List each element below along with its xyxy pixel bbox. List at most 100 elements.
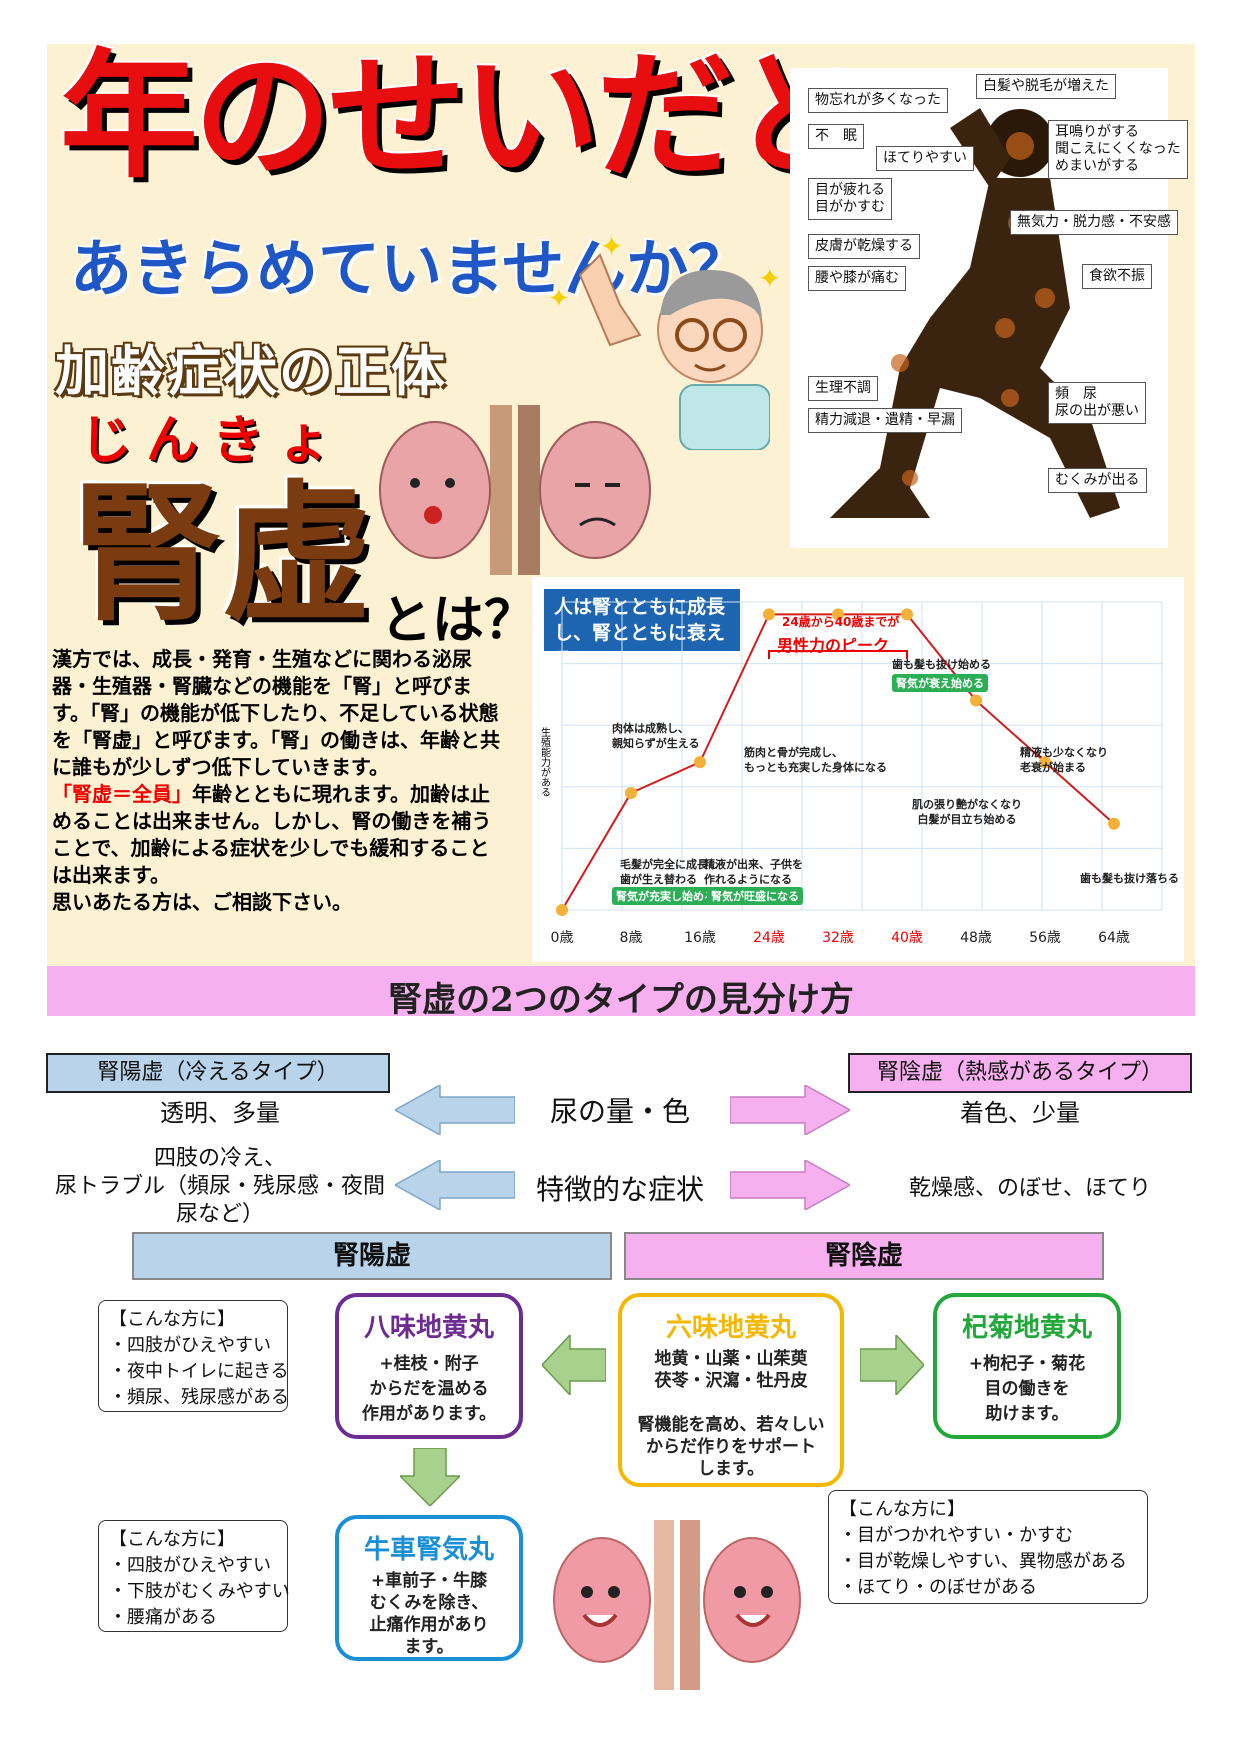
- remedy-goshajinki: 牛車腎気丸 +車前子・牛膝 むくみを除き、 止痛作用があり ます。: [335, 1515, 523, 1661]
- symptom-left: 四肢の冷え、 尿トラブル（頻尿・残尿感・夜間 尿など）: [54, 1146, 385, 1227]
- remedy-desc: 地黄・山薬・山茱萸 茯苓・沢瀉・牡丹皮 腎機能を高め、若々しい からだ作りをサポ…: [637, 1349, 825, 1479]
- chart-annotation: 筋肉と骨が完成し、 もっとも充実した身体になる: [744, 746, 887, 774]
- x-tick-label: 56歳: [1029, 930, 1061, 946]
- chart-green-tag: 腎気が衰え始める: [892, 674, 988, 692]
- data-point: [694, 756, 706, 769]
- remedy-desc: +枸杞子・菊花 目の働きを 助けます。: [968, 1354, 1086, 1424]
- urine-left: 透明、多量: [160, 1099, 280, 1127]
- green-arrow-left-icon: [542, 1335, 606, 1395]
- data-point: [556, 904, 568, 916]
- x-tick-label: 64歳: [1098, 930, 1130, 946]
- yang-type-box: 腎陽虚（冷えるタイプ）: [46, 1053, 390, 1093]
- x-tick-label: 48歳: [960, 930, 992, 946]
- symptom-label: 精力減退・遺精・早漏: [808, 408, 962, 433]
- intro-text: 漢方では、成長・発育・生殖などに関わる泌尿器・生殖器・腎臓などの機能を「腎」と呼…: [52, 646, 502, 916]
- chart-green-tag: 腎気が充実し始める: [612, 887, 719, 905]
- bubble-line: ・目が乾燥しやすい、異物感がある: [839, 1551, 1127, 1572]
- intro-red-phrase: 「腎虚＝全員」: [52, 782, 192, 806]
- remedy-hachimi: 八味地黄丸 +桂枝・附子 からだを温める 作用があります。: [335, 1293, 523, 1439]
- symptom-label: 耳鳴りがする 聞こえにくくなった めまいがする: [1048, 120, 1188, 179]
- kidney-illustration: [379, 405, 651, 575]
- bubble-line: 【こんな方に】: [109, 1309, 235, 1330]
- bubble-line: ・目がつかれやすい・かすむ: [839, 1525, 1073, 1546]
- symptom-label: 目が疲れる 目がかすむ: [808, 178, 892, 220]
- data-point: [1108, 817, 1120, 830]
- bubble-hachimi: 【こんな方に】 ・四肢がひえやすい ・夜中トイレに起きる ・頻尿、残尿感がある: [98, 1300, 289, 1412]
- x-tick-label: 40歳: [891, 930, 923, 946]
- remedy-kogiku: 杞菊地黄丸 +枸杞子・菊花 目の働きを 助けます。: [933, 1293, 1121, 1439]
- bubble-line: ・腰痛がある: [109, 1607, 217, 1628]
- symptom-label: むくみが出る: [1048, 468, 1147, 493]
- intro-p3: 思いあたる方は、ご相談下さい。: [52, 890, 352, 914]
- yang-header: 腎陽虚: [132, 1232, 612, 1280]
- x-tick-label: 0歳: [551, 930, 574, 946]
- urine-center: 尿の量・色: [549, 1095, 690, 1128]
- bubble-line: ・ほてり・のぼせがある: [839, 1577, 1037, 1598]
- remedy-name: 八味地黄丸: [363, 1313, 494, 1343]
- bubble-line: 【こんな方に】: [839, 1499, 965, 1520]
- arrow-right-icon: [730, 1085, 850, 1135]
- sparkle-icon: ✦: [548, 284, 570, 314]
- bubble-line: ・四肢がひえやすい: [109, 1335, 271, 1356]
- chart-plot: 0歳 8歳 16歳 24歳 32歳 40歳 48歳 56歳 64歳 生殖能力がある: [539, 601, 1163, 946]
- symptom-label: ほてりやすい: [876, 146, 974, 171]
- main-title: 年のせいだと: [60, 36, 868, 197]
- peak-label: 男性力のピーク: [777, 636, 890, 655]
- symptom-label: 食欲不振: [1082, 264, 1152, 289]
- towa-text: とは？: [380, 591, 537, 651]
- bubble-line: ・四肢がひえやすい: [109, 1555, 271, 1576]
- ruby-text: じんきょ: [80, 411, 345, 471]
- chart-annotation: 歯も髪も抜け落ちる: [1080, 872, 1179, 885]
- arrow-right-icon: [730, 1160, 850, 1210]
- happy-kidney-illustration: [553, 1520, 801, 1690]
- bubble-line: 【こんな方に】: [109, 1529, 235, 1550]
- chart-annotation: 肉体は成熟し、 親知らずが生える: [612, 722, 700, 750]
- data-point: [970, 694, 982, 707]
- chart-annotation: 肌の張り艶がなくなり 白髪が目立ち始める: [912, 798, 1022, 826]
- symptom-label: 腰や膝が痛む: [808, 266, 906, 291]
- symptom-right: 乾燥感、のぼせ、ほてり: [908, 1176, 1151, 1201]
- chart-annotation: 精液が出来、子供を 作れるようになる: [704, 858, 803, 886]
- yin-header: 腎陰虚: [624, 1232, 1104, 1280]
- x-tick-label: 32歳: [822, 930, 854, 946]
- yin-type-box: 腎陰虚（熱感があるタイプ）: [848, 1053, 1192, 1093]
- x-tick-label: 24歳: [753, 930, 785, 946]
- sub-title: あきらめていませんか？: [70, 232, 751, 305]
- remedy-name: 牛車腎気丸: [363, 1535, 494, 1565]
- green-arrow-right-icon: [860, 1335, 924, 1395]
- arrow-left-icon: [395, 1085, 515, 1135]
- green-arrow-down-icon: [400, 1448, 460, 1506]
- y-axis-label: 生殖能力がある: [539, 726, 551, 797]
- chart-annotation: 毛髪が完全に成長し 歯が生え替わる: [620, 858, 719, 886]
- remedy-desc: +車前子・牛膝 むくみを除き、 止痛作用があり ます。: [369, 1571, 489, 1657]
- intro-p1: 漢方では、成長・発育・生殖などに関わる泌尿器・生殖器・腎臓などの機能を「腎」と呼…: [52, 647, 500, 779]
- old-man-illustration: [578, 253, 770, 450]
- arrow-left-icon: [395, 1160, 515, 1210]
- bubble-line: ・夜中トイレに起きる: [109, 1361, 289, 1382]
- data-point: [763, 608, 775, 621]
- peak-note: 24歳から40歳までが: [782, 615, 900, 629]
- symptom-center: 特徴的な症状: [535, 1173, 704, 1206]
- chart-annotation: 歯も髪も抜け始める: [892, 658, 991, 671]
- urine-right: 着色、少量: [960, 1099, 1080, 1127]
- remedy-name: 杞菊地黄丸: [961, 1313, 1092, 1343]
- data-point: [625, 786, 637, 799]
- x-tick-label: 8歳: [620, 930, 643, 946]
- symptom-label: 生理不調: [808, 376, 878, 401]
- symptoms-figure: 物忘れが多くなった 白髪や脱毛が増えた 不 眠 ほてりやすい 耳鳴りがする 聞こ…: [790, 68, 1188, 548]
- bubble-line: ・下肢がむくみやすい: [109, 1581, 290, 1602]
- remedy-desc: +桂枝・附子 からだを温める 作用があります。: [361, 1354, 497, 1424]
- data-point: [1039, 756, 1051, 769]
- symptom-label: 頻 尿 尿の出が悪い: [1048, 382, 1146, 424]
- peak-bracket: [768, 650, 908, 659]
- symptom-label: 白髪や脱毛が増えた: [976, 74, 1116, 99]
- chart-green-tag: 腎気が旺盛になる: [707, 887, 803, 905]
- symptom-label: 物忘れが多くなった: [808, 88, 948, 113]
- symptom-label: 無気力・脱力感・不安感: [1010, 210, 1178, 235]
- section-title: 加齢症状の正体: [55, 340, 447, 403]
- data-point: [832, 608, 844, 621]
- intro-p2: 年齢とともに現れます。加齢は止めることは出来ません。しかし、腎の働きを補うことで…: [52, 782, 492, 887]
- x-tick-label: 16歳: [684, 930, 716, 946]
- bubble-line: ・頻尿、残尿感がある: [109, 1387, 289, 1408]
